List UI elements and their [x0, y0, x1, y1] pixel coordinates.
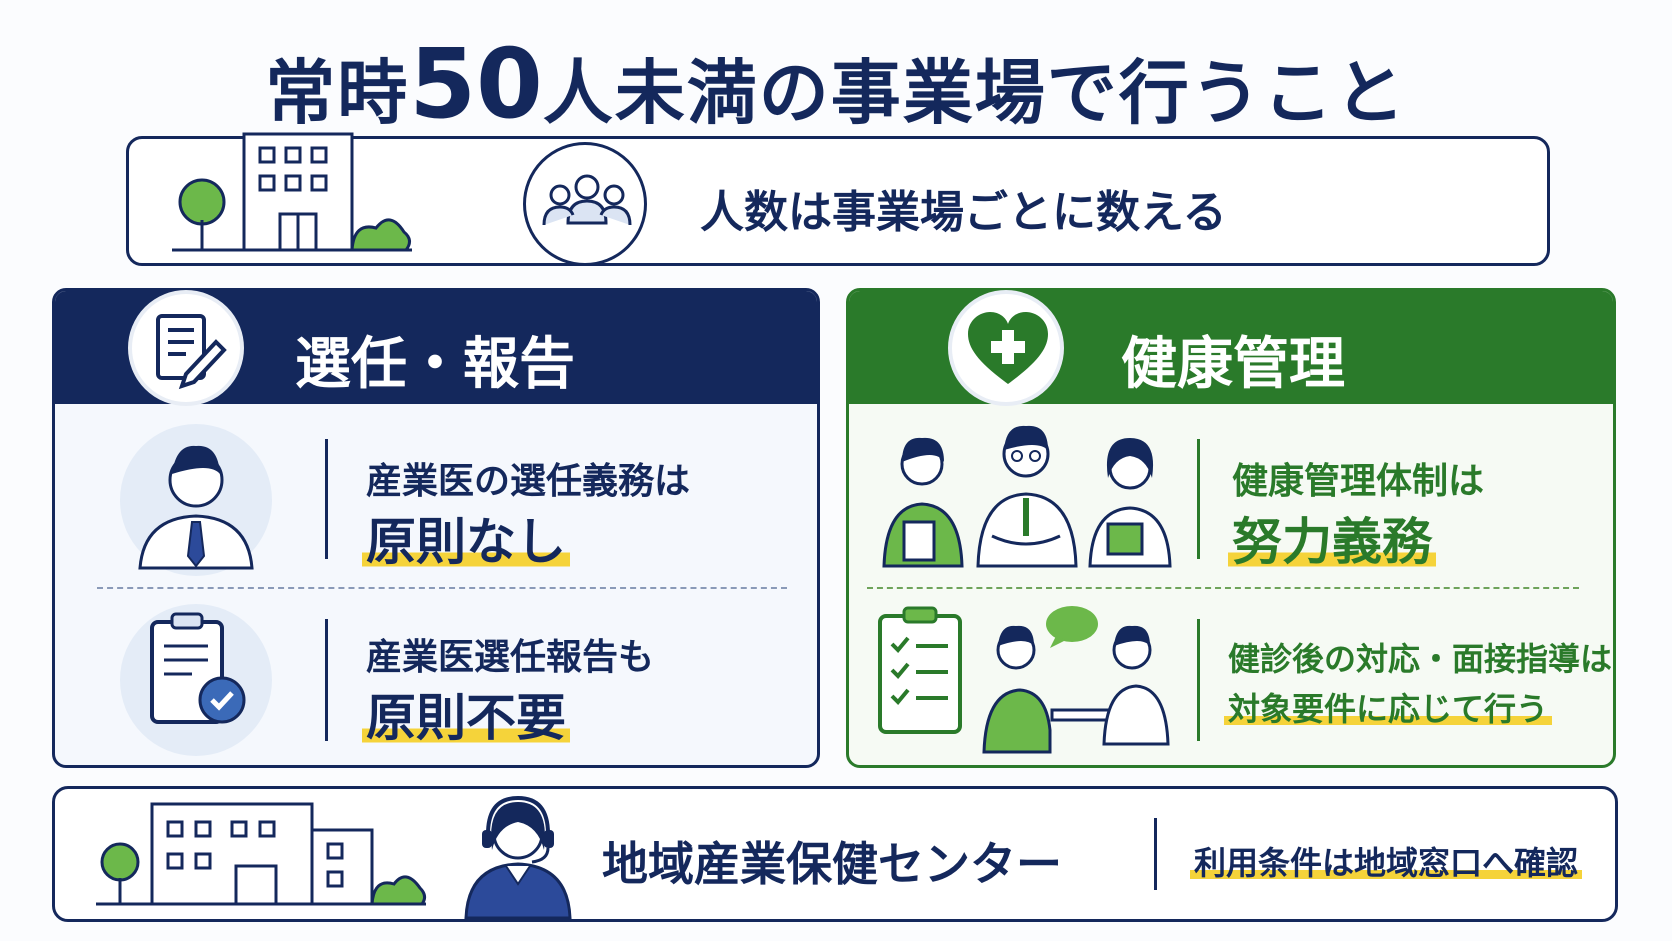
- highlight-text: 原則不要: [362, 689, 570, 747]
- title-number: 50: [409, 28, 543, 140]
- clipboard-check-icon: [120, 604, 272, 756]
- item-text-line1: 健診後の対応・面接指導は: [1228, 640, 1613, 678]
- item-text-line1: 産業医選任報告も: [366, 637, 655, 678]
- consultation-icon: [878, 606, 1170, 754]
- divider: [867, 587, 1579, 589]
- highlight-text: 対象要件に応じて行う: [1224, 690, 1553, 728]
- document-pen-icon: [128, 290, 244, 406]
- item-text-line2: 努力義務: [1228, 502, 1436, 574]
- divider: [1154, 818, 1157, 890]
- divider: [1197, 439, 1200, 559]
- selection-report-heading: 選任・報告: [295, 332, 575, 397]
- office-building-icon: [172, 132, 412, 252]
- item-text-line2: 原則不要: [362, 678, 570, 750]
- doctor-avatar-icon: [120, 424, 272, 576]
- headset-operator-icon: [464, 795, 572, 920]
- page-title: 常時50人未満の事業場で行うこと: [0, 28, 1672, 140]
- highlight-text: 原則なし: [362, 513, 570, 571]
- item-text-line1: 産業医の選任義務は: [366, 461, 691, 502]
- health-staff-icon: [882, 425, 1172, 568]
- heart-plus-icon: [948, 290, 1064, 406]
- title-prefix: 常時: [265, 52, 410, 134]
- regional-center-note: 利用条件は地域窓口へ確認: [1190, 838, 1583, 884]
- counting-rule-text: 人数は事業場ごとに数える: [700, 187, 1227, 238]
- highlight-text: 努力義務: [1228, 513, 1436, 571]
- divider: [325, 439, 328, 559]
- divider: [325, 619, 328, 741]
- highlight-text: 利用条件は地域窓口へ確認: [1190, 844, 1583, 882]
- item-text-line2: 対象要件に応じて行う: [1224, 684, 1553, 730]
- health-management-heading: 健康管理: [1121, 332, 1345, 397]
- divider: [1197, 619, 1200, 741]
- community-building-icon: [96, 802, 427, 906]
- divider: [97, 587, 787, 589]
- item-text-line2: 原則なし: [362, 502, 570, 574]
- title-suffix: 人未満の事業場で行うこと: [542, 52, 1407, 134]
- regional-center-title: 地域産業保健センター: [602, 837, 1062, 891]
- people-group-icon: [523, 142, 647, 266]
- item-text-line1: 健康管理体制は: [1232, 461, 1485, 502]
